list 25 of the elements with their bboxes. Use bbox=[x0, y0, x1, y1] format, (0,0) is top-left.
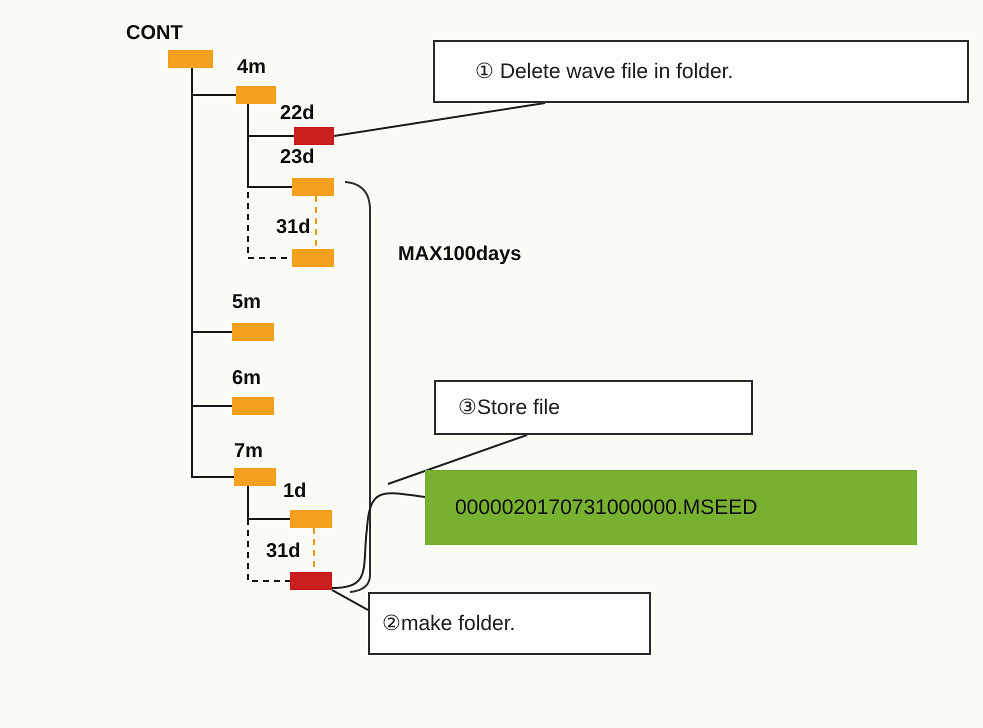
callout-box bbox=[368, 592, 651, 655]
connector-line bbox=[247, 486, 290, 582]
leader-line bbox=[334, 102, 546, 137]
callout-box bbox=[434, 380, 753, 435]
folder-label: CONT bbox=[126, 22, 183, 44]
folder-label: 6m bbox=[232, 367, 261, 389]
callout-text: ③Store file bbox=[458, 395, 560, 420]
folder-label: 4m bbox=[237, 56, 266, 78]
folder-label: 5m bbox=[232, 291, 261, 313]
folder-label: 31d bbox=[276, 216, 310, 238]
folder-label: 23d bbox=[280, 146, 314, 168]
connector-line bbox=[332, 492, 426, 589]
leader-line bbox=[332, 589, 368, 611]
file-name-box bbox=[425, 470, 917, 545]
folder-label: 31d bbox=[266, 540, 300, 562]
leader-line bbox=[388, 434, 528, 485]
file-name-text: 0000020170731000000.MSEED bbox=[455, 496, 758, 520]
callout-text: ②make folder. bbox=[382, 611, 516, 636]
folder-label: 1d bbox=[283, 480, 306, 502]
folder-label: 7m bbox=[234, 440, 263, 462]
callout-text: ① Delete wave file in folder. bbox=[475, 59, 734, 84]
folder-label: 22d bbox=[280, 102, 314, 124]
connector-line bbox=[315, 196, 317, 249]
callout-box bbox=[433, 40, 969, 103]
duration-label: MAX100days bbox=[398, 243, 522, 266]
